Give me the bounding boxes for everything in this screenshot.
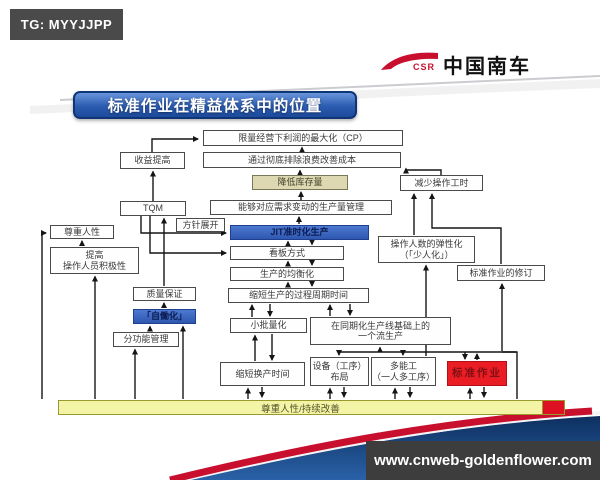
flow-node-worktime-down: 减少操作工时 (400, 175, 483, 191)
flow-node-revenue-up: 收益提高 (120, 152, 185, 169)
flow-node-policy-deploy: 方针展开 (176, 218, 225, 232)
flow-node-quality-assurance: 质量保证 (133, 287, 196, 301)
csr-swoosh-icon (381, 52, 438, 70)
csr-logo-text: CSR (413, 62, 436, 72)
flow-node-motivation: 提高 操作人员积极性 (50, 247, 139, 274)
watermark: www.cnweb-goldenflower.com (366, 441, 600, 480)
flow-node-tqm: TQM (120, 201, 186, 216)
slide-title: 标准作业在精益体系中的位置 (73, 91, 357, 119)
flow-node-respect-people: 尊重人性 (50, 225, 114, 239)
flow-node-jit: JIT准时化生产 (230, 225, 369, 240)
flow-node-equip-layout: 设备（工序） 布局 (310, 357, 369, 386)
bottom-banner: 尊重人性/持续改善 (58, 400, 543, 415)
bottom-banner-red-tip (543, 400, 565, 415)
flow-node-leadtime: 缩短生产的过程周期时间 (228, 288, 369, 303)
flow-node-multi-skill: 多能工 （一人多工序） (371, 357, 436, 386)
flow-node-func-mgmt: 分功能管理 (113, 332, 179, 347)
flow-node-profit-max: 限量经营下利润的最大化（CP） (203, 130, 403, 146)
flow-node-volume-mgmt: 能够对应需求变动的生产量管理 (210, 200, 392, 215)
flow-node-flex-staff: 操作人数的弹性化 （「少人化」） (378, 236, 475, 263)
flow-node-std-work: 标准作业 (447, 361, 507, 386)
telegram-badge: TG: MYYJJPP (10, 9, 123, 40)
flow-node-one-piece-flow: 在同期化生产线基础上的 一个流生产 (310, 317, 451, 345)
flow-node-sw-revision: 标准作业的修订 (457, 265, 545, 281)
company-name: 中国南车 (443, 56, 531, 78)
flow-node-changeover: 缩短换产时间 (220, 362, 305, 386)
flow-node-small-batch: 小批量化 (230, 318, 307, 333)
bottom-banner-label: 尊重人性/持续改善 (261, 403, 340, 415)
flow-node-inventory-down: 降低库存量 (252, 175, 348, 190)
flow-node-cost-improve: 通过彻底排除浪费改善成本 (203, 152, 401, 168)
flow-node-jidoka: 「自働化」 (133, 309, 196, 324)
flow-node-kanban: 看板方式 (230, 246, 344, 260)
flow-node-leveling: 生产的均衡化 (230, 267, 344, 281)
